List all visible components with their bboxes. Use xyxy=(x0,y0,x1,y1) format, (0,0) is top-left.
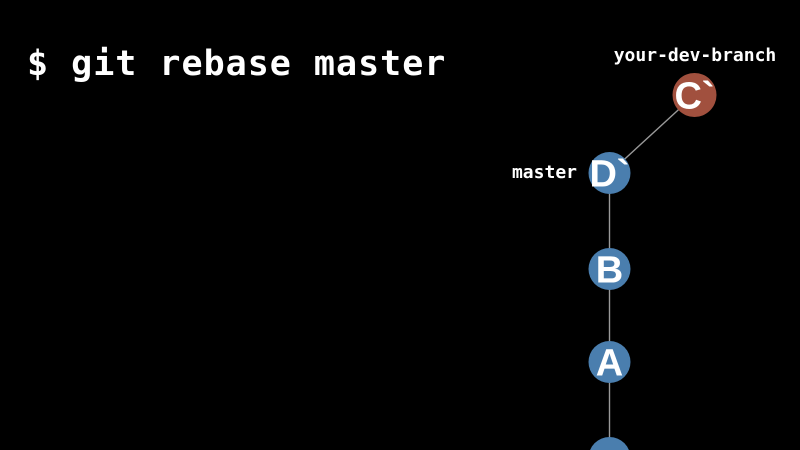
commit-node-label-b: B xyxy=(596,250,623,292)
branch-label-your-dev-branch: your-dev-branch xyxy=(613,45,777,66)
commit-node-root xyxy=(590,437,629,450)
commit-node-a xyxy=(588,341,631,383)
page-title: $ git rebase master xyxy=(27,44,447,84)
commit-node-b xyxy=(588,248,631,290)
commit-node-d-prime xyxy=(588,152,631,194)
commit-node-label-a: A xyxy=(596,343,623,385)
branch-label-master: master xyxy=(511,162,577,183)
commit-node-label-d-prime: D` xyxy=(589,154,629,196)
commit-node-label-c-prime: C` xyxy=(674,76,714,118)
commit-node-c-prime xyxy=(672,73,717,117)
